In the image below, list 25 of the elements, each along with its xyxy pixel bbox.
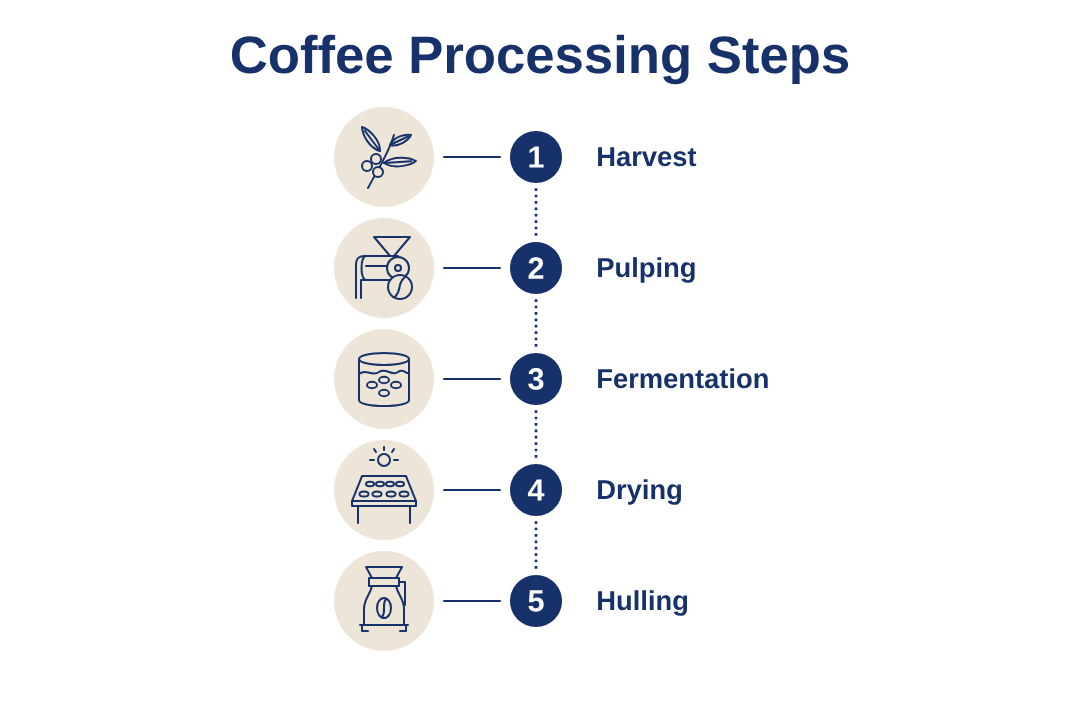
connector-line bbox=[443, 377, 501, 381]
step-number: 3 bbox=[510, 353, 562, 405]
connector-line bbox=[443, 266, 501, 270]
step-label: Pulping bbox=[598, 257, 695, 283]
drying-table-icon bbox=[334, 440, 434, 540]
connector-line bbox=[443, 599, 501, 603]
fermentation-tank-icon bbox=[334, 329, 434, 429]
hulling-machine-icon bbox=[334, 551, 434, 651]
step-number: 4 bbox=[510, 464, 562, 516]
step-number: 5 bbox=[510, 575, 562, 627]
step-label: Fermentation bbox=[598, 368, 768, 389]
connector-line bbox=[443, 155, 501, 159]
title: Coffee Processing Steps bbox=[231, 34, 849, 85]
step-number: 1 bbox=[510, 131, 562, 183]
dotted-line bbox=[534, 188, 538, 237]
dotted-line bbox=[534, 299, 538, 348]
coffee-branch-icon bbox=[334, 107, 434, 207]
pulping-machine-icon bbox=[334, 218, 434, 318]
dotted-line bbox=[534, 410, 538, 459]
step-label: Harvest bbox=[598, 147, 697, 167]
dotted-line bbox=[534, 521, 538, 570]
step-label: Hulling bbox=[598, 590, 688, 616]
connector-line bbox=[443, 488, 501, 492]
step-number: 2 bbox=[510, 242, 562, 294]
step-label: Drying bbox=[598, 479, 681, 505]
